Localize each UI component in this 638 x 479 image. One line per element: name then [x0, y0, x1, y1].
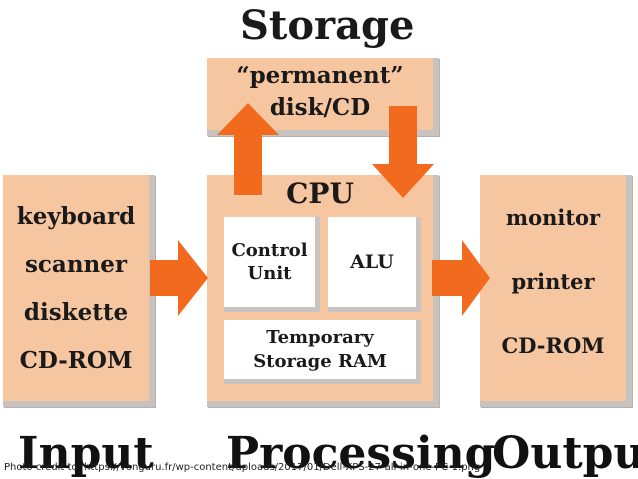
storage-to-cpu-arrow — [372, 106, 434, 198]
storage-title: Storage — [240, 2, 415, 49]
temporary-storage-line1: Temporary — [266, 327, 374, 349]
storage-line2: disk/CD — [269, 94, 371, 121]
input-item-scanner: scanner — [24, 251, 128, 278]
storage-line1: “permanent” — [236, 62, 404, 89]
input-label: Input — [18, 428, 154, 479]
cpu-box: CPU Control Unit ALU Temporary Storage R… — [207, 175, 439, 407]
output-box: monitor printer CD-ROM — [480, 175, 632, 407]
photo-credit: Photo credit to: https://vonguru.fr/wp-c… — [4, 462, 481, 473]
control-unit-line1: Control — [231, 239, 308, 261]
input-item-keyboard: keyboard — [16, 203, 136, 230]
input-to-cpu-arrow — [150, 240, 208, 316]
alu-label: ALU — [350, 251, 394, 273]
control-unit-box: Control Unit — [224, 217, 320, 312]
alu-box: ALU — [328, 217, 421, 312]
input-box: keyboard scanner diskette CD-ROM — [3, 175, 155, 407]
temporary-storage-line2: Storage RAM — [253, 350, 387, 372]
temporary-storage-box: Temporary Storage RAM — [224, 320, 421, 384]
output-label: Output — [492, 428, 638, 479]
output-item-cdrom: CD-ROM — [501, 333, 605, 358]
input-item-cdrom: CD-ROM — [19, 347, 133, 374]
output-item-printer: printer — [511, 269, 595, 294]
processing-label: Processing — [226, 428, 496, 479]
cpu-title: CPU — [286, 177, 354, 210]
cpu-to-storage-arrow — [217, 103, 279, 195]
control-unit-line2: Unit — [247, 263, 292, 284]
cpu-to-output-arrow — [432, 240, 490, 316]
input-item-diskette: diskette — [23, 299, 129, 326]
output-item-monitor: monitor — [505, 205, 601, 230]
